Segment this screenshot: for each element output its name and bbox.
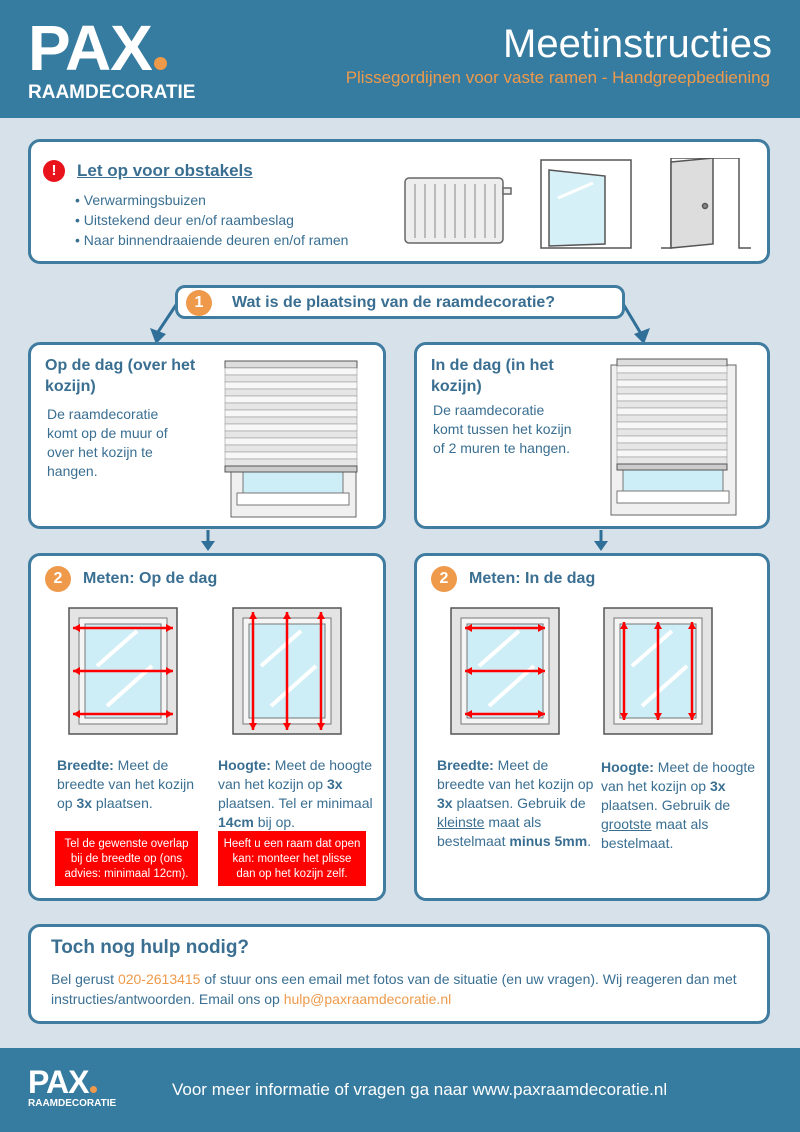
help-title: Toch nog hulp nodig? xyxy=(51,937,250,958)
text: Meet de breedte van het kozijn op xyxy=(437,757,594,792)
arrow-down-icon xyxy=(201,530,215,551)
text: grootste xyxy=(601,816,652,832)
breedte-instruction: Breedte: Meet de breedte van het kozijn … xyxy=(57,756,207,813)
text: . xyxy=(587,833,592,849)
label: Breedte: xyxy=(437,757,494,773)
text: 3x xyxy=(326,776,343,792)
obstacle-illustrations xyxy=(404,158,751,249)
text: plaatsen. Gebruik de xyxy=(452,795,586,811)
text: plaatsen. xyxy=(92,795,153,811)
text: bij op. xyxy=(253,814,296,830)
text: 14cm xyxy=(218,814,254,830)
overlap-note: Tel de gewenste overlap bij de breedte o… xyxy=(55,831,198,886)
open-door-icon xyxy=(661,158,751,249)
phone-link[interactable]: 020-2613415 xyxy=(117,971,201,987)
email-link[interactable]: hulp@paxraamdecoratie.nl xyxy=(283,991,452,1007)
placement-option-op-de-dag[interactable]: Op de dag (over het kozijn) De raamdecor… xyxy=(28,342,386,529)
obstacles-title: Let op voor obstakels xyxy=(77,161,253,180)
measure-title: Meten: Op de dag xyxy=(83,570,218,587)
text: Meet de hoogte van het kozijn op xyxy=(218,757,373,792)
logo-subtitle: RAAMDECORATIE xyxy=(28,1098,117,1109)
measure-op-de-dag-box: 2 Meten: Op de dag Breedte: Meet de bree… xyxy=(28,553,386,901)
text: kleinste xyxy=(437,814,485,830)
header: PAX RAAMDECORATIE Meetinstructies Plisse… xyxy=(0,0,800,118)
logo: PAX RAAMDECORATIE xyxy=(28,16,195,104)
hoogte-instruction: Hoogte: Meet de hoogte van het kozijn op… xyxy=(601,758,761,853)
blind-in-frame-illustration xyxy=(610,358,737,516)
text: maat als bestelmaat xyxy=(437,814,542,849)
step-number: 2 xyxy=(45,566,71,592)
radiator-icon xyxy=(404,177,512,244)
logo-text: PAX xyxy=(28,12,153,84)
step-number: 1 xyxy=(186,290,212,316)
logo-dot xyxy=(90,1086,98,1093)
obstacles-box: ! Let op voor obstakels • Verwarmingsbui… xyxy=(28,139,770,264)
height-measure-diagram xyxy=(232,607,342,735)
hoogte-instruction: Hoogte: Meet de hoogte van het kozijn op… xyxy=(218,756,378,832)
list-item: • Uitstekend deur en/of raambeslag xyxy=(75,212,294,228)
measure-in-de-dag-box: 2 Meten: In de dag Breedte: Meet de bree… xyxy=(414,553,770,901)
list-item-text: Naar binnendraaiende deuren en/of ramen xyxy=(83,232,349,248)
footer: PAX RAAMDECORATIE Voor meer informatie o… xyxy=(0,1048,800,1132)
footer-logo: PAX RAAMDECORATIE xyxy=(28,1066,116,1109)
step-number: 2 xyxy=(431,566,457,592)
label: Hoogte: xyxy=(218,757,271,773)
help-text: Bel gerust 020-2613415 of stuur ons een … xyxy=(51,969,761,1009)
text: plaatsen. Gebruik de xyxy=(601,797,731,813)
blind-over-frame-illustration xyxy=(224,360,358,518)
breedte-instruction: Breedte: Meet de breedte van het kozijn … xyxy=(437,756,597,851)
list-item-text: Verwarmingsbuizen xyxy=(83,192,206,208)
width-measure-diagram xyxy=(68,607,178,735)
height-measure-diagram xyxy=(603,607,713,735)
text: 3x xyxy=(709,778,726,794)
option-text: De raamdecoratie komt tussen het kozijn … xyxy=(433,402,572,456)
step1-question: Wat is de plaatsing van de raamdecoratie… xyxy=(232,294,556,311)
footer-link[interactable]: Voor meer informatie of vragen ga naar w… xyxy=(172,1080,668,1099)
logo-subtitle: RAAMDECORATIE xyxy=(28,82,196,103)
text: plaatsen. Tel er minimaal xyxy=(218,795,373,811)
text: 3x xyxy=(76,795,93,811)
text: minus 5mm xyxy=(509,833,588,849)
list-item: • Verwarmingsbuizen xyxy=(75,192,206,208)
page-subtitle: Plissegordijnen voor vaste ramen - Handg… xyxy=(345,68,770,87)
step1-banner: 1 Wat is de plaatsing van de raamdecorat… xyxy=(175,285,625,319)
logo-text: PAX xyxy=(28,1064,89,1100)
opening-window-note: Heeft u een raam dat open kan: monteer h… xyxy=(218,831,366,886)
option-text: De raamdecoratie komt op de muur of over… xyxy=(47,406,168,479)
arrow-down-icon xyxy=(594,530,608,551)
text: maat als bestelmaat. xyxy=(601,816,709,851)
text: Meet de hoogte van het kozijn op xyxy=(601,759,756,794)
list-item-text: Uitstekend deur en/of raambeslag xyxy=(83,212,294,228)
text: Bel gerust xyxy=(51,971,118,987)
text: of stuur ons een email met fotos van de … xyxy=(51,971,737,1007)
step1-arrows xyxy=(150,301,650,344)
measure-title: Meten: In de dag xyxy=(469,570,596,587)
width-measure-diagram xyxy=(450,607,560,735)
page-title: Meetinstructies xyxy=(503,22,772,66)
text: 3x xyxy=(437,795,453,811)
label: Breedte: xyxy=(57,757,114,773)
placement-option-in-de-dag[interactable]: In de dag (in het kozijn) De raamdecorat… xyxy=(414,342,770,529)
help-box: Toch nog hulp nodig? Bel gerust 020-2613… xyxy=(28,924,770,1024)
open-window-icon xyxy=(540,159,632,249)
obstacles-list: • Verwarmingsbuizen • Uitstekend deur en… xyxy=(75,190,348,250)
list-item: • Naar binnendraaiende deuren en/of rame… xyxy=(75,232,349,248)
option-title: In de dag (in het kozijn) xyxy=(431,357,554,395)
logo-dot xyxy=(153,57,167,70)
exclamation-icon: ! xyxy=(43,160,65,182)
text: Meet de breedte van het kozijn op xyxy=(57,757,194,811)
option-title: Op de dag (over het kozijn) xyxy=(45,357,196,395)
label: Hoogte: xyxy=(601,759,654,775)
